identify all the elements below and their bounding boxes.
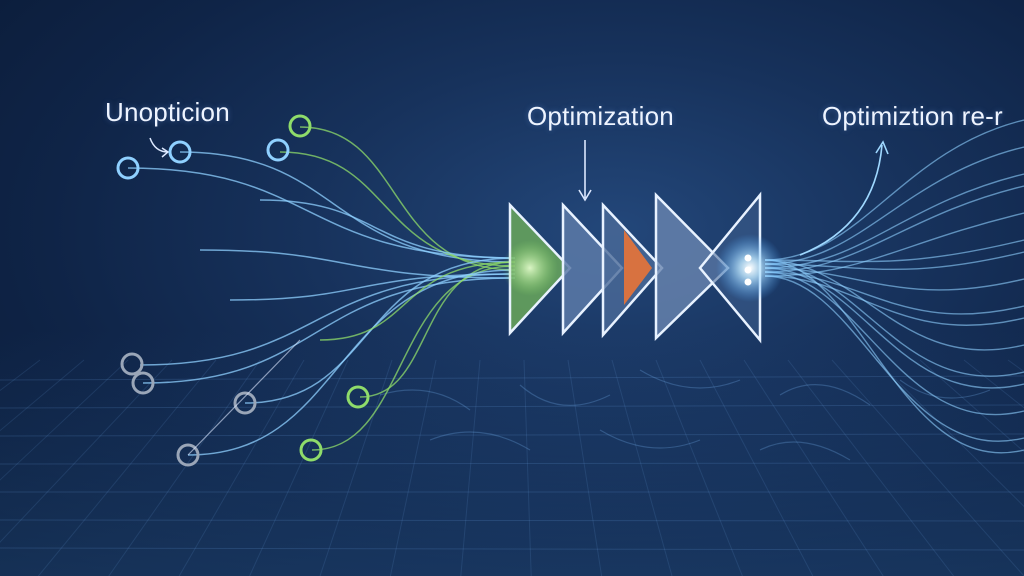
flow-line: [319, 261, 516, 341]
grid-line: [0, 375, 1024, 381]
glow-dot: [744, 278, 752, 286]
arrow-icon: [161, 147, 170, 158]
grid-line: [0, 462, 1024, 465]
network-line: [639, 369, 741, 389]
flow-line: [179, 151, 516, 263]
node-circle-icon: [131, 371, 155, 395]
grid-line: [919, 359, 1024, 453]
grid-line: [831, 359, 1024, 576]
grid-line: [0, 359, 173, 543]
grid-line: [319, 359, 393, 576]
flow-line: [764, 271, 1024, 416]
arrow-icon: [799, 144, 883, 256]
grid-line: [0, 359, 129, 481]
grid-line: [655, 359, 743, 576]
node-circle-icon: [288, 114, 312, 138]
grid-line: [249, 359, 349, 576]
network-line: [759, 441, 851, 461]
flow-line: [764, 119, 1024, 261]
grid-line: [699, 359, 814, 576]
node-circle-icon: [299, 438, 323, 462]
grid-line: [38, 359, 217, 576]
flow-line: [764, 267, 1024, 389]
grid-line: [108, 359, 261, 576]
grid-floor: [0, 330, 1024, 576]
network-line: [379, 389, 471, 411]
optimization-stages: [502, 191, 784, 344]
flow-line: [764, 275, 1024, 442]
grid-line: [0, 404, 1024, 409]
grid-line: [567, 359, 603, 576]
triangle-stage-icon: [624, 230, 652, 305]
flow-line: [199, 249, 516, 279]
flow-line: [764, 275, 1024, 327]
flow-line: [142, 277, 516, 384]
grid-line: [787, 359, 954, 576]
node-circle-icon: [116, 156, 140, 180]
label-unopticion: Unopticion: [105, 97, 230, 127]
grid-line: [963, 359, 1024, 409]
grid-line: [389, 359, 437, 576]
flow-line: [229, 273, 516, 301]
grid-line: [523, 359, 532, 576]
arrow-icon: [149, 137, 169, 153]
flow-line: [764, 271, 1024, 315]
grid-line: [460, 359, 481, 576]
grid-line: [0, 547, 1024, 551]
node-circle-icon: [233, 391, 257, 415]
input-nodes: [116, 114, 370, 467]
node-circle-icon: [266, 138, 290, 162]
node-circle-icon: [346, 385, 370, 409]
glow-dot: [744, 254, 752, 262]
floor-glow: [0, 330, 1024, 576]
network-line: [599, 429, 701, 449]
grid-line: [743, 359, 884, 576]
network-line: [899, 379, 991, 399]
flow-line: [764, 259, 1024, 454]
flow-line: [764, 239, 1024, 263]
network-line: [779, 384, 871, 406]
arrow-icon: [875, 140, 889, 155]
flow-line: [279, 151, 516, 267]
grid-line: [0, 519, 1024, 522]
network-line: [519, 384, 611, 406]
grid-line: [178, 359, 305, 576]
node-circle-icon: [176, 443, 200, 467]
label-optimization-result: Optimiztion re-r: [822, 101, 1003, 131]
connector-line: [187, 339, 301, 456]
label-optimization: Optimization: [527, 101, 674, 131]
grid-line: [875, 359, 1024, 508]
glow-dot: [744, 266, 752, 274]
node-circle-icon: [120, 352, 144, 376]
flow-line: [127, 167, 516, 259]
flow-lines: [127, 119, 1024, 456]
arrows: [149, 137, 889, 256]
triangle-stage-icon: [561, 201, 624, 337]
network-line: [429, 431, 531, 451]
flow-line: [187, 269, 516, 456]
glow-point: [502, 240, 558, 296]
flow-line: [139, 273, 516, 366]
triangle-stage-icon: [654, 191, 730, 341]
grid-line: [0, 433, 1024, 437]
flow-line: [359, 261, 516, 398]
flow-line: [764, 146, 1024, 265]
grid-line: [0, 359, 85, 432]
flow-line: [764, 259, 1024, 351]
arrow-icon: [578, 189, 592, 202]
flow-line: [259, 199, 516, 259]
node-circle-icon: [168, 140, 192, 164]
grid-line: [611, 359, 673, 576]
